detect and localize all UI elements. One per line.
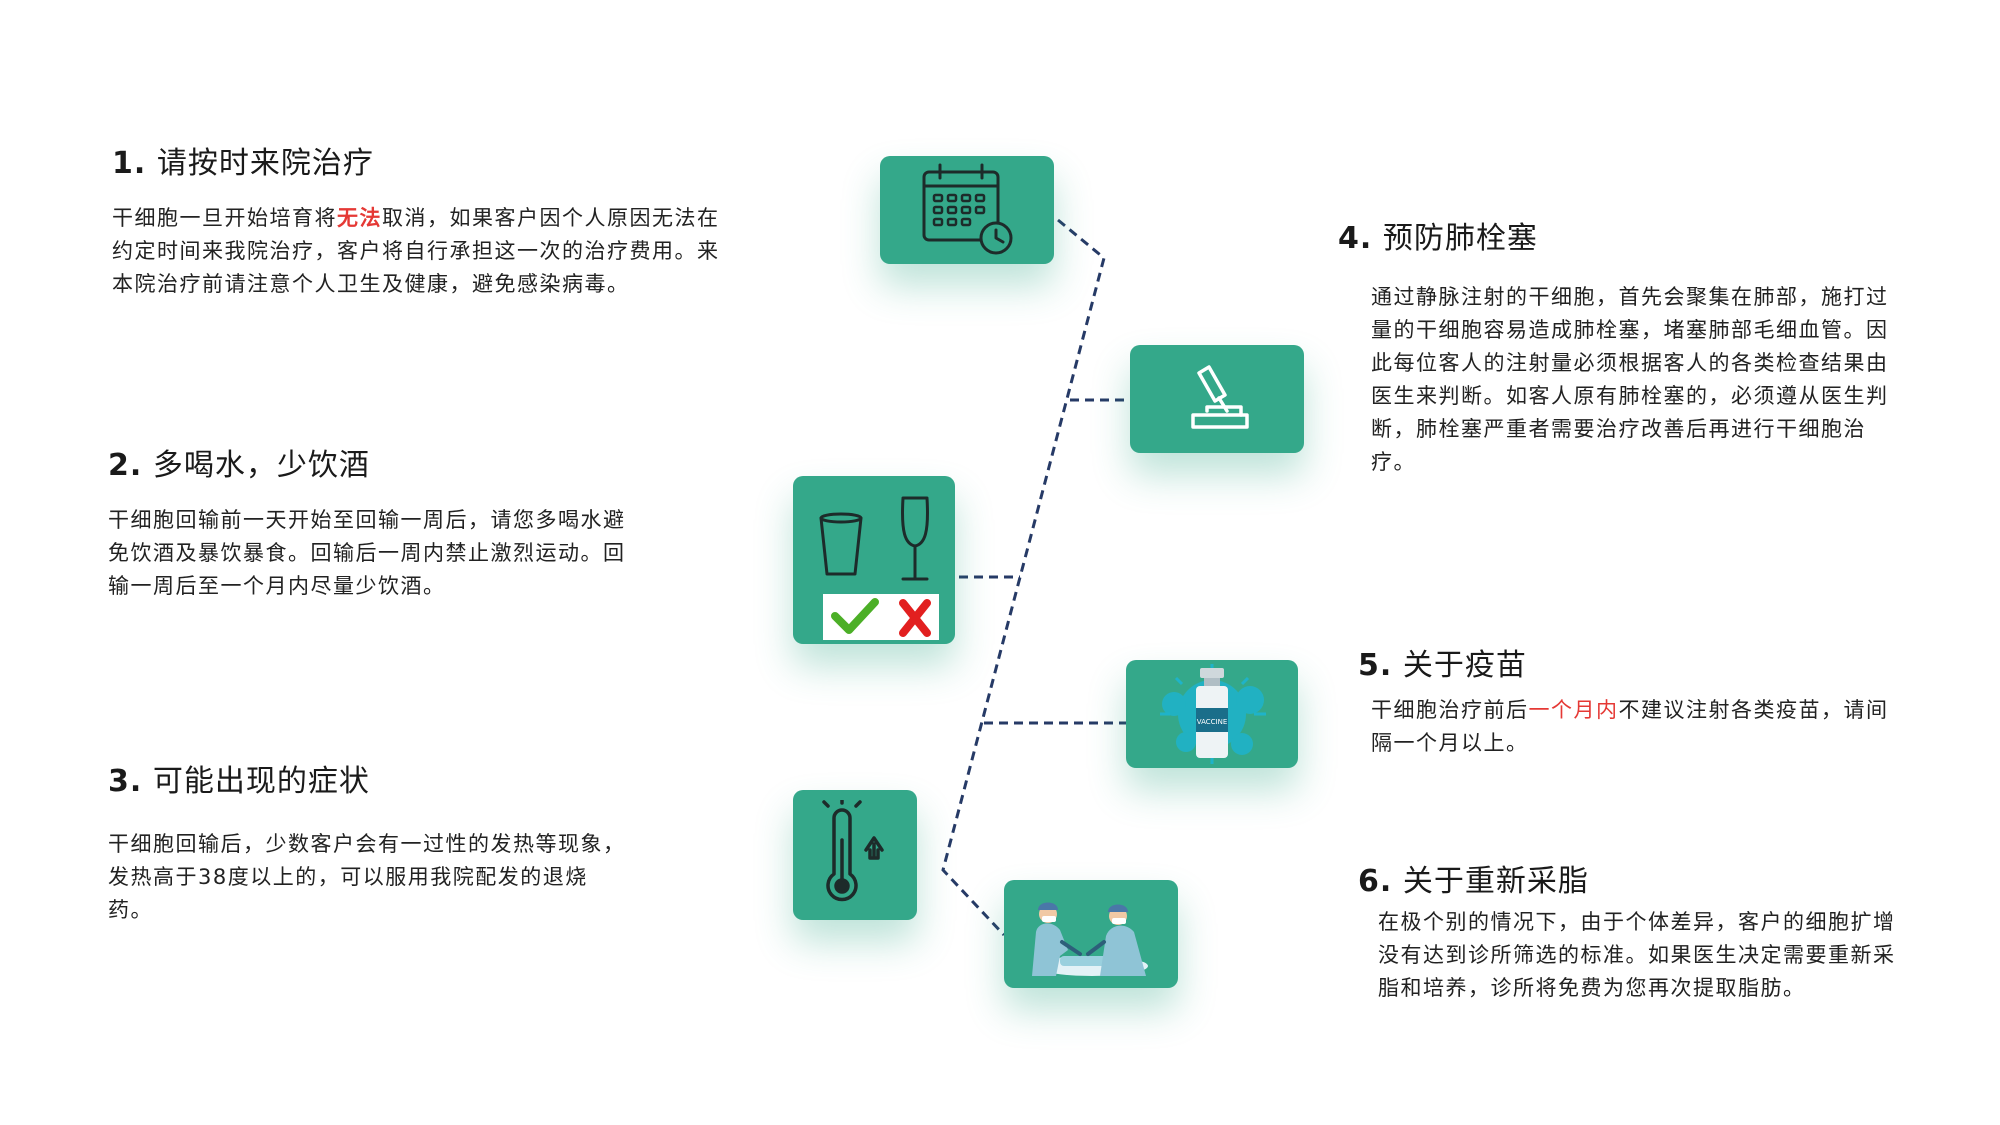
section-5: 5. 关于疫苗 干细胞治疗前后一个月内不建议注射各类疫苗，请间隔一个月以上。 (1358, 640, 1888, 760)
check-icon (831, 598, 879, 634)
section-6: 6. 关于重新采脂 在极个别的情况下，由于个体差异，客户的细胞扩增没有达到诊所筛… (1358, 856, 1898, 1005)
section-body: 通过静脉注射的干细胞，首先会聚集在肺部，施打过量的干细胞容易造成肺栓塞，堵塞肺部… (1371, 285, 1889, 474)
thermometer-up-icon (822, 800, 884, 902)
section-body: 干细胞一旦开始培育将无法取消，如果客户因个人原因无法在约定时间来我院治疗，客户将… (112, 206, 720, 296)
section-body: 干细胞回输后，少数客户会有一过性的发热等现象，发热高于38度以上的，可以服用我院… (108, 832, 626, 922)
injection-arm-icon (1191, 365, 1249, 429)
section-body: 在极个别的情况下，由于个体差异，客户的细胞扩增没有达到诊所筛选的标准。如果医生决… (1378, 910, 1896, 1000)
section-2: 2. 多喝水，少饮酒 干细胞回输前一天开始至回输一周后，请您多喝水避免饮酒及暴饮… (108, 440, 628, 603)
section-title: 3. 可能出现的症状 (108, 764, 370, 799)
section-1: 1. 请按时来院治疗 干细胞一旦开始培育将无法取消，如果客户因个人原因无法在约定… (112, 138, 722, 301)
water-wine-icon (819, 496, 939, 640)
calendar-clock-icon (922, 163, 1013, 255)
section-4: 4. 预防肺栓塞 通过静脉注射的干细胞，首先会聚集在肺部，施打过量的干细胞容易造… (1338, 213, 1898, 479)
vaccine-label: VACCINE (1197, 718, 1228, 726)
vaccine-icon: VACCINE (1160, 664, 1266, 764)
calendar-card (880, 156, 1054, 264)
surgery-card (1004, 880, 1178, 988)
section-body: 干细胞回输前一天开始至回输一周后，请您多喝水避免饮酒及暴饮暴食。回输后一周内禁止… (108, 508, 626, 598)
section-title: 6. 关于重新采脂 (1358, 864, 1589, 899)
surgery-icon (1032, 902, 1148, 976)
drinks-card (793, 476, 955, 644)
section-title: 4. 预防肺栓塞 (1338, 221, 1538, 256)
section-3: 3. 可能出现的症状 干细胞回输后，少数客户会有一过性的发热等现象，发热高于38… (108, 756, 628, 927)
section-title: 1. 请按时来院治疗 (112, 146, 374, 181)
section-title: 5. 关于疫苗 (1358, 648, 1527, 683)
cross-icon (899, 599, 931, 637)
thermometer-card (793, 790, 917, 920)
vaccine-card: VACCINE (1126, 660, 1298, 768)
injection-card (1130, 345, 1304, 453)
section-body: 干细胞治疗前后一个月内不建议注射各类疫苗，请间隔一个月以上。 (1371, 698, 1889, 755)
section-title: 2. 多喝水，少饮酒 (108, 448, 370, 483)
